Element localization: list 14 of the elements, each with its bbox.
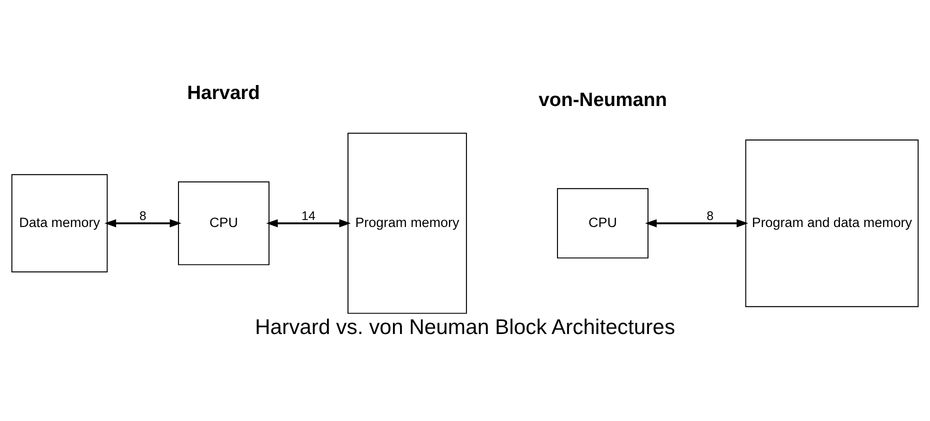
arrow	[266, 218, 351, 227]
node-box: CPU	[178, 180, 270, 265]
label: Harvard	[187, 82, 260, 104]
node-box: Program and data memory	[745, 138, 919, 307]
node-box: Data memory	[11, 174, 108, 272]
label: von-Neumann	[538, 89, 668, 110]
edge-label: 8	[706, 208, 714, 222]
node-box: Program memory	[348, 132, 467, 314]
edge-label: 8	[139, 208, 146, 222]
arrow	[104, 218, 182, 227]
arrow	[645, 218, 748, 227]
caption: Harvard vs. von Neuman Block Architectures	[254, 316, 676, 339]
edge-label: 14	[302, 208, 316, 222]
node-box: CPU	[556, 188, 648, 258]
